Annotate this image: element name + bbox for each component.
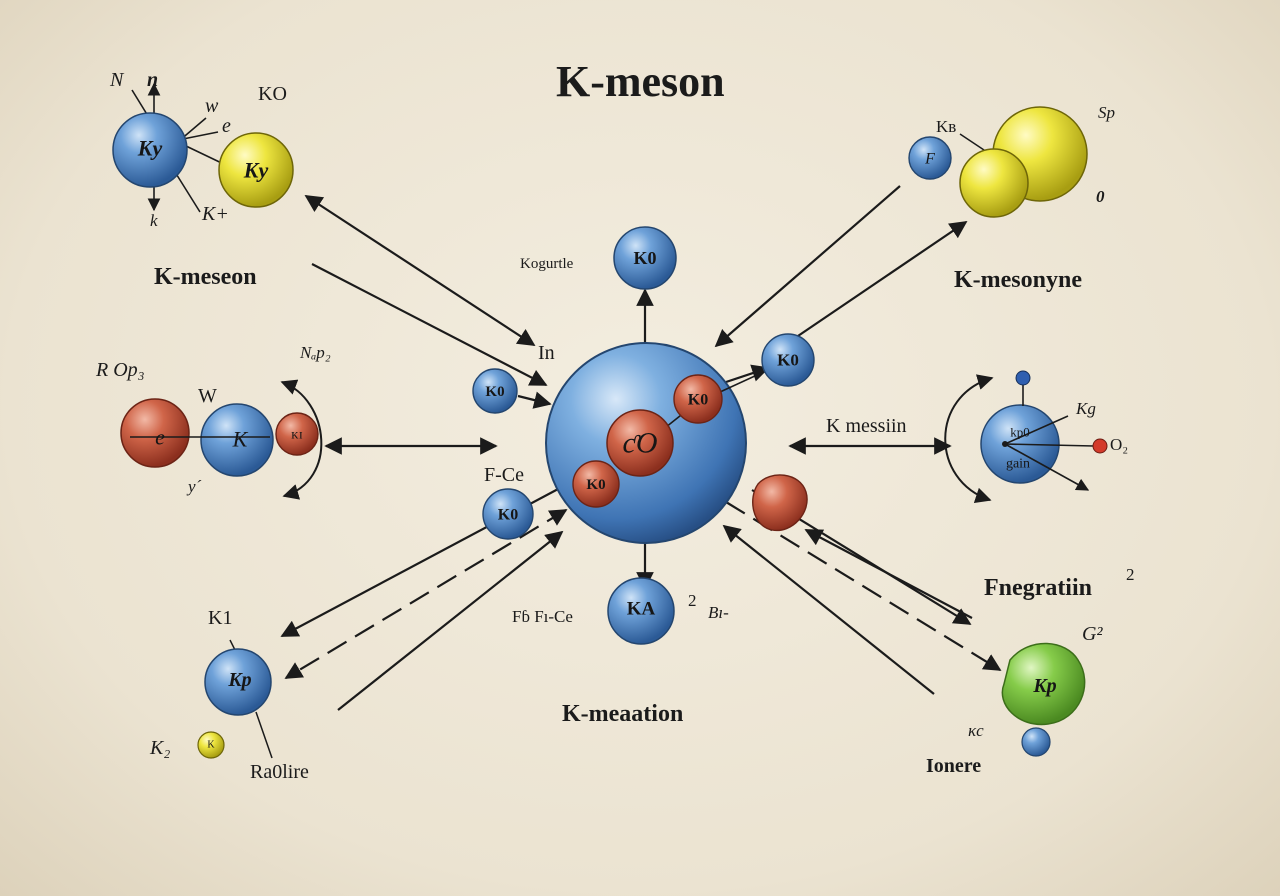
label-in: In — [538, 342, 555, 364]
ball-kp0-text: kp0 — [1010, 425, 1030, 440]
ball-ki-red — [275, 412, 319, 456]
ball-yellow-small — [959, 148, 1029, 218]
mark-y: y´ — [188, 477, 202, 496]
arrow-bottom-left-dash — [284, 509, 568, 679]
blob-kp-green-text: Kp — [1032, 675, 1056, 697]
ball-e-text: e — [155, 425, 165, 450]
cluster-bottom-right — [1001, 642, 1086, 757]
mark-zero: 0 — [1096, 187, 1105, 206]
mark-kc: κc — [968, 721, 984, 740]
arrow-bottom-right-4 — [804, 529, 973, 619]
mark-kg: Kg — [1076, 399, 1096, 418]
mark-n-lower: n — [147, 69, 159, 91]
mark-n-upper: N — [110, 69, 124, 91]
ball-k-blue — [200, 403, 274, 477]
mark-k-small: k — [150, 211, 158, 230]
node-k0-left-upper — [472, 368, 518, 414]
ball-small-blue-bottom — [1021, 727, 1051, 757]
label-k-mesonyne: K-mesonyne — [954, 267, 1082, 293]
node-k0-red-left — [572, 460, 620, 508]
ball-kp-text: Kp — [227, 669, 251, 691]
mark-w: w — [205, 95, 219, 117]
node-k0-red-right — [673, 374, 723, 424]
label-fnegratiin-super: 2 — [1126, 565, 1135, 584]
mark-w-mid: W — [198, 385, 217, 407]
cluster-mid-right — [944, 370, 1108, 504]
ball-gain-text: gain — [1006, 457, 1030, 472]
ball-ky-yellow-text: Ky — [243, 158, 269, 183]
mark-o2: O₂ — [1110, 435, 1129, 454]
arrow-top-left — [304, 195, 536, 346]
ball-ky-blue — [112, 112, 188, 188]
center-nucleus — [472, 226, 815, 645]
arrow-top-right-2 — [794, 221, 968, 339]
cluster-bottom-left — [197, 639, 273, 759]
label-kogurtle: Kogurtle — [520, 256, 574, 272]
mark-k1: K1 — [208, 607, 233, 629]
ball-ky-yellow — [218, 132, 294, 208]
cluster-top-right — [908, 106, 1088, 218]
mark-ko: KO — [258, 83, 287, 105]
label-bottom-super: 2 — [688, 591, 697, 610]
mark-kb: Kʙ — [936, 117, 957, 136]
label-k-meseon: K-meseon — [154, 264, 257, 290]
node-k0-top — [613, 226, 677, 290]
node-k0-right-upper — [761, 333, 815, 387]
core-red — [606, 409, 674, 477]
label-ra0lire: Ra0lire — [250, 761, 309, 783]
label-fnegratiin: Fnegratiin — [984, 575, 1092, 601]
node-k0-red-left-text: K0 — [586, 477, 605, 493]
label-k-messiin: K messiin — [826, 415, 907, 437]
ball-e-red — [120, 398, 190, 468]
ball-k-yellow-small — [197, 731, 225, 759]
mark-k-plus: K+ — [202, 203, 229, 225]
ball-kp-blue — [204, 648, 272, 716]
ball-k-text: K — [232, 427, 249, 452]
arrow-top-left-2 — [311, 263, 548, 386]
diagram-title: K-meson — [556, 57, 725, 106]
arrow-top-right — [714, 185, 901, 348]
node-k0-left-upper-text: K0 — [485, 384, 504, 400]
ball-k-yellow-text: K — [207, 740, 215, 751]
ball-o2-red — [1092, 438, 1108, 454]
ball-f — [908, 136, 952, 180]
mark-e: e — [222, 115, 231, 137]
core-text: ƈO — [623, 427, 658, 460]
ball-ky-blue-text: Ky — [137, 136, 163, 161]
mark-sp: Sp — [1098, 103, 1115, 122]
node-ka-bottom — [607, 577, 675, 645]
label-bi: Bı- — [708, 603, 729, 622]
cluster-mid-left — [120, 379, 323, 500]
ball-ki-text: ᴋɪ — [291, 428, 303, 443]
arrow-bottom-right-3 — [722, 524, 935, 695]
mark-nap2: Nₐp₂ — [300, 343, 331, 362]
label-fb-fi-ce: Fɓ Fı-Ce — [512, 607, 573, 626]
arrow-ko-right — [725, 364, 770, 384]
label-ionere: Ionere — [926, 755, 982, 777]
node-k0-top-text: K0 — [633, 248, 656, 268]
node-k0-left-lower-text: K0 — [498, 507, 518, 524]
mark-g2: G² — [1082, 623, 1103, 645]
node-k0-left-lower — [482, 488, 534, 540]
mark-r-op3: R Op₃ — [96, 359, 145, 381]
cluster-top-left — [112, 82, 294, 213]
ball-small-blue-top — [1015, 370, 1031, 386]
node-k0-right-upper-text: K0 — [777, 351, 799, 370]
node-k0-red-right-text: K0 — [688, 392, 708, 409]
label-f-ce: F-Ce — [484, 464, 524, 486]
blob-kp-green — [1001, 642, 1086, 726]
arrow-bottom-left-3 — [337, 530, 564, 711]
ball-labels: Ky Ky F e K ᴋɪ kp0 gain Kp K Kp ƈO K0 K0… — [137, 136, 1057, 751]
mark-k2: K₂ — [150, 737, 171, 759]
arrow-ko-left — [517, 391, 552, 409]
blob-red-right — [752, 474, 808, 532]
label-k-meaation: K-meaation — [562, 701, 684, 727]
node-ka-text: KA — [627, 599, 656, 620]
ball-f-text: F — [924, 151, 935, 168]
